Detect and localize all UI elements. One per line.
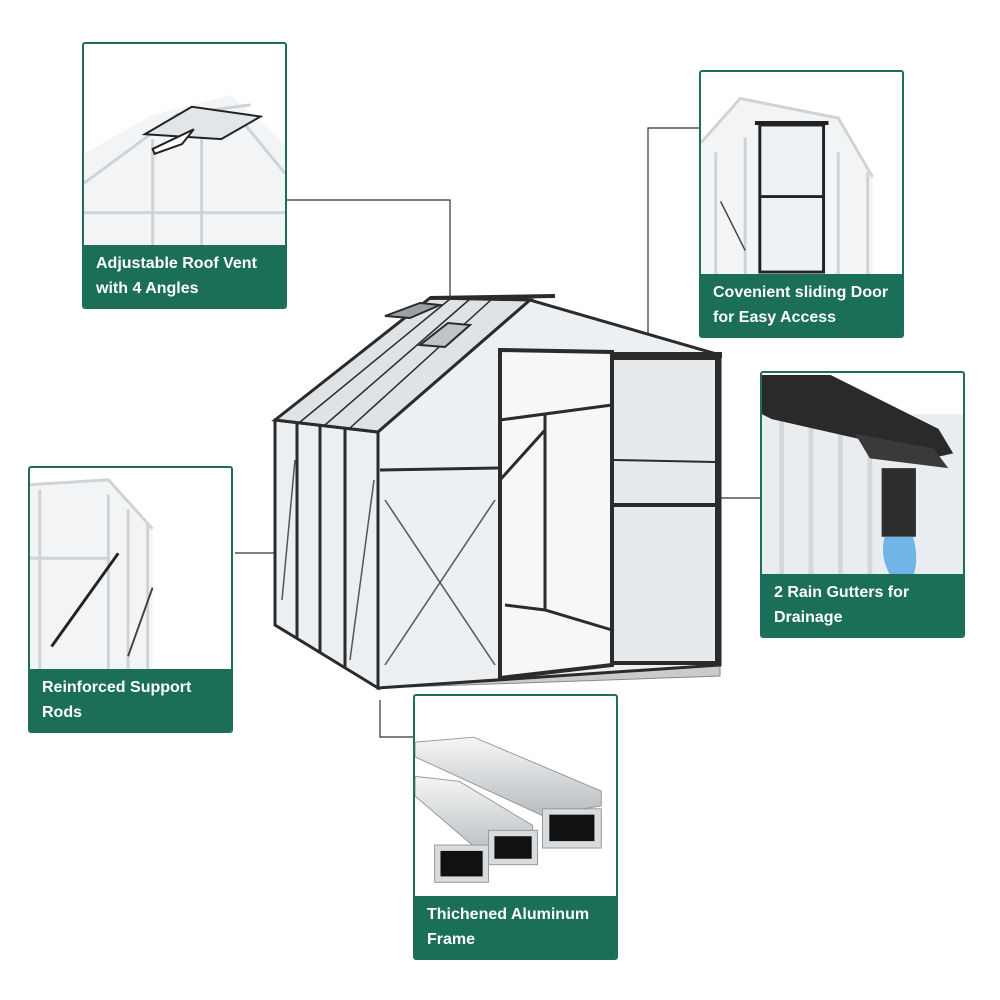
support-rods-label: Reinforced Support Rods <box>30 669 231 731</box>
vent-window <box>141 105 264 141</box>
rain-gutter-detail-image <box>762 373 963 576</box>
support-rod <box>50 552 120 648</box>
sliding-door-detail-image <box>701 72 902 276</box>
feature-card-sliding-door: Covenient sliding Door for Easy Access <box>699 70 904 338</box>
greenhouse-door-opening <box>498 347 614 681</box>
greenhouse-side-wall <box>273 418 380 691</box>
roof-vent-label: Adjustable Roof Vent with 4 Angles <box>84 245 285 307</box>
water-stream <box>882 536 917 575</box>
feature-card-roof-vent: Adjustable Roof Vent with 4 Angles <box>82 42 287 309</box>
roof-vent <box>384 301 444 320</box>
aluminum-frame-detail-image <box>415 696 616 898</box>
rain-gutters-label: 2 Rain Gutters for Drainage <box>762 574 963 636</box>
feature-card-aluminum-frame: Thichened Aluminum Frame <box>413 694 618 960</box>
roof-vent-detail-image <box>84 44 285 247</box>
support-rods-detail-image <box>30 468 231 671</box>
aluminum-frame-label: Thichened Aluminum Frame <box>415 896 616 958</box>
feature-card-support-rods: Reinforced Support Rods <box>28 466 233 733</box>
downspout <box>881 468 916 537</box>
sliding-door-panel <box>610 356 719 665</box>
sliding-door-label: Covenient sliding Door for Easy Access <box>701 274 902 336</box>
gutter <box>762 374 954 464</box>
aluminum-profiles <box>415 736 602 883</box>
door-frame <box>758 123 826 274</box>
feature-card-rain-gutters: 2 Rain Gutters for Drainage <box>760 371 965 638</box>
